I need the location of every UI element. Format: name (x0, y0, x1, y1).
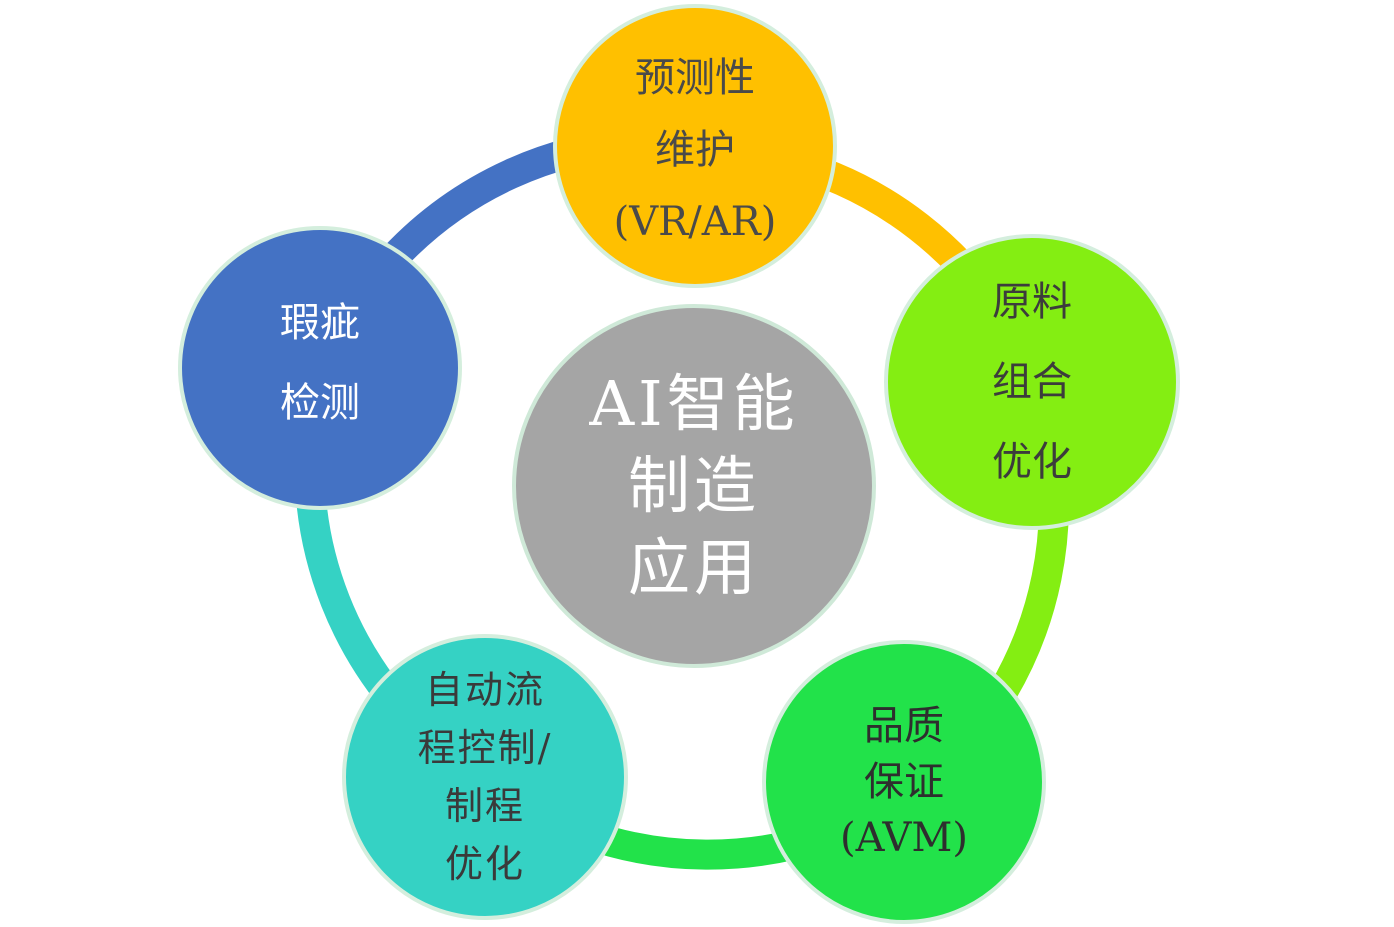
node-label-line: 组合 (992, 359, 1072, 405)
node-label-line: 优化 (444, 842, 525, 886)
center-node-line: 应用 (627, 531, 760, 604)
node-label-line: 优化 (992, 439, 1072, 485)
node-label-line: 维护 (655, 127, 735, 173)
node-label-line: 检测 (280, 380, 360, 426)
node-label-line: (AVM) (840, 815, 968, 861)
node-label-line: 瑕疵 (280, 300, 360, 346)
node-label-line: 自动流 (424, 668, 545, 712)
node-label-line: 保证 (864, 759, 944, 805)
center-node-line: 制造 (627, 449, 760, 522)
node-defect-detection: 瑕疵 检测 (178, 226, 462, 510)
node-label-line: 预测性 (635, 55, 755, 101)
center-node-line: AI智能 (589, 367, 799, 440)
center-node-ai-manufacturing: AI智能 制造 应用 (512, 304, 876, 668)
node-label-line: 品质 (864, 703, 944, 749)
node-quality-assurance: 品质 保证 (AVM) (762, 640, 1046, 924)
node-predictive-maintenance: 预测性 维护 (VR/AR) (553, 4, 837, 288)
node-process-control: 自动流 程控制/ 制程 优化 (342, 634, 628, 920)
node-label-line: 程控制/ (417, 726, 553, 770)
node-label-line: 原料 (992, 279, 1072, 325)
node-label-line: (VR/AR) (613, 199, 777, 245)
node-label-line: 制程 (444, 784, 525, 828)
node-material-optimization: 原料 组合 优化 (884, 234, 1180, 530)
